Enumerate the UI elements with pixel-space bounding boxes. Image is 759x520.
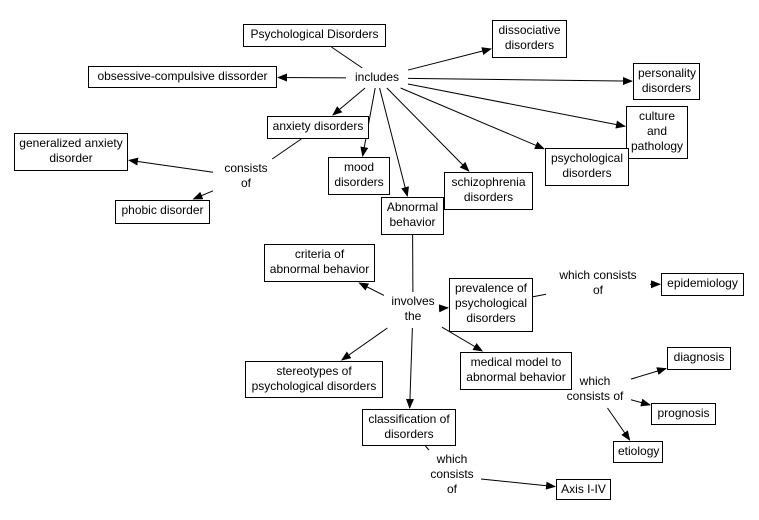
concept-personality-disorders[interactable]: personality disorders: [633, 63, 700, 100]
connector-which_consists_of_med-to-diagnosis: [630, 367, 667, 380]
concept-generalized-anxiety-disorder[interactable]: generalized anxiety disorder: [14, 133, 128, 171]
connector-involves_the-to-medical: [441, 326, 484, 352]
concept-prevalence[interactable]: prevalence of psychological disorders: [449, 278, 533, 332]
connector-anxiety-to-consists_of: [271, 138, 302, 160]
connector-includes-to-dissociative: [407, 47, 492, 71]
connector-consists_of-to-gad: [128, 157, 214, 173]
concept-diagnosis[interactable]: diagnosis: [667, 347, 731, 370]
connector-involves_the-to-stereotypes: [340, 327, 388, 361]
connector-includes-to-abnormal: [379, 87, 409, 197]
concept-mood-disorders[interactable]: mood disorders: [328, 157, 390, 195]
connector-includes-to-culture: [407, 83, 626, 129]
concept-culture-and-pathology[interactable]: culture and pathology: [626, 106, 688, 159]
connector-which_consists_of_med-to-prognosis: [630, 398, 651, 407]
connector-involves_the-to-classification: [405, 327, 414, 409]
connector-consists_of-to-phobic: [192, 190, 214, 200]
connector-which_consists_of_med-to-etiology: [607, 407, 631, 441]
connector-which_consists_of_class-to-axis: [480, 478, 556, 490]
connector-involves_the-to-criteria: [358, 282, 385, 296]
concept-psychological-disorders[interactable]: Psychological Disorders: [243, 24, 386, 47]
concept-abnormal-behavior[interactable]: Abnormal behavior: [381, 197, 444, 235]
concept-stereotypes[interactable]: stereotypes of psychological disorders: [245, 361, 383, 398]
link-which-consists-of-epidemiology[interactable]: which consists of: [559, 268, 637, 297]
connector-includes-to-schizo: [386, 87, 470, 172]
concept-dissociative-disorders[interactable]: dissociative disorders: [492, 20, 567, 58]
link-includes[interactable]: includes: [354, 70, 400, 84]
concept-medical-model[interactable]: medical model to abnormal behavior: [460, 352, 572, 390]
concept-schizophrenia-disorders[interactable]: schizophrenia disorders: [444, 172, 533, 210]
concept-anxiety-disorders[interactable]: anxiety disorders: [267, 116, 369, 139]
link-consists-of[interactable]: consists of: [224, 161, 268, 190]
concept-obsessive-compulsive[interactable]: obsessive-compulsive dissorder: [88, 66, 277, 88]
concept-prognosis[interactable]: prognosis: [651, 403, 716, 425]
link-which-consists-of-classification[interactable]: which consists of: [430, 452, 474, 496]
connector-prevalence-to-which_consists_of_epi: [532, 293, 547, 298]
concept-criteria-of-abnormal-behavior[interactable]: criteria of abnormal behavior: [264, 244, 375, 282]
connector-includes-to-psychdis: [400, 87, 545, 150]
concept-etiology[interactable]: etiology: [613, 441, 663, 463]
connector-psych-to-includes: [331, 46, 363, 69]
connector-classification-to-which_consists_of_class: [425, 445, 430, 451]
connector-includes-to-anxiety: [332, 87, 366, 116]
link-involves-the[interactable]: involves the: [391, 294, 435, 323]
link-which-consists-of-medical[interactable]: which consists of: [566, 374, 624, 403]
concept-axis-i-iv[interactable]: Axis I-IV: [556, 479, 611, 500]
concept-psychological-disorders-2[interactable]: psychological disorders: [545, 148, 629, 186]
concept-classification-of-disorders[interactable]: classification of disorders: [362, 409, 456, 446]
concept-phobic-disorder[interactable]: phobic disorder: [115, 200, 210, 224]
concept-epidemiology[interactable]: epidemiology: [661, 273, 744, 296]
connector-includes-to-personality: [407, 76, 633, 85]
